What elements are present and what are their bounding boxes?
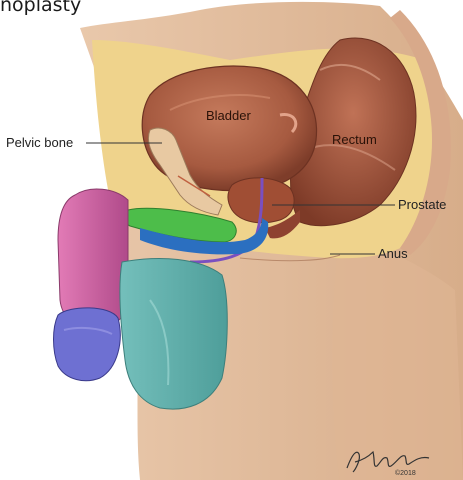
label-prostate: Prostate [398, 197, 446, 212]
svg-text:©2018: ©2018 [395, 469, 416, 476]
page-title-fragment: noplasty [0, 0, 81, 16]
label-pelvic-bone: Pelvic bone [6, 135, 73, 150]
label-anus: Anus [378, 246, 408, 261]
glans [54, 308, 121, 381]
label-bladder: Bladder [206, 108, 251, 123]
artist-signature: ©2018 [343, 446, 438, 476]
scrotum [120, 258, 227, 409]
label-rectum: Rectum [332, 132, 377, 147]
